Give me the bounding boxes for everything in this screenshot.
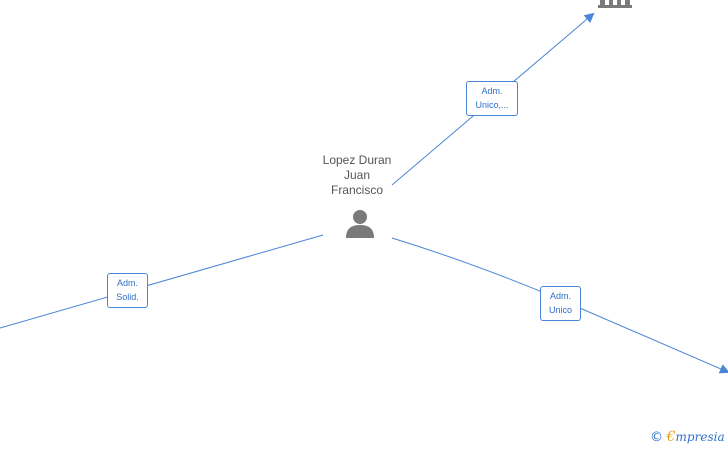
brand-logo-mark: € [666,429,676,445]
edge-line-left[interactable] [0,234,324,329]
edge-label-line: Adm. [481,86,503,96]
edge-label-line: Unico,... [475,100,509,110]
person-icon[interactable] [344,208,376,240]
edge-label-left[interactable]: Adm. Solid. [107,273,148,308]
empresia-watermark: © €mpresia [650,429,725,445]
person-name[interactable]: Lopez Duran Juan Francisco [302,153,412,198]
edge-label-line: Unico [548,305,572,315]
person-name-line: Francisco [330,183,383,197]
person-name-line: Juan [343,168,371,182]
edge-label-line: Solid. [116,292,139,302]
brand-logo-text: mpresia [675,430,725,444]
edge-label-top[interactable]: Adm. Unico,... [466,81,518,116]
edge-label-line: Adm. [549,291,571,301]
edge-label-line: Adm. [116,278,138,288]
building-icon[interactable] [598,0,632,8]
edge-label-right[interactable]: Adm. Unico [540,286,581,321]
person-name-line: Lopez Duran [322,153,392,167]
copyright-icon: © [650,430,663,445]
